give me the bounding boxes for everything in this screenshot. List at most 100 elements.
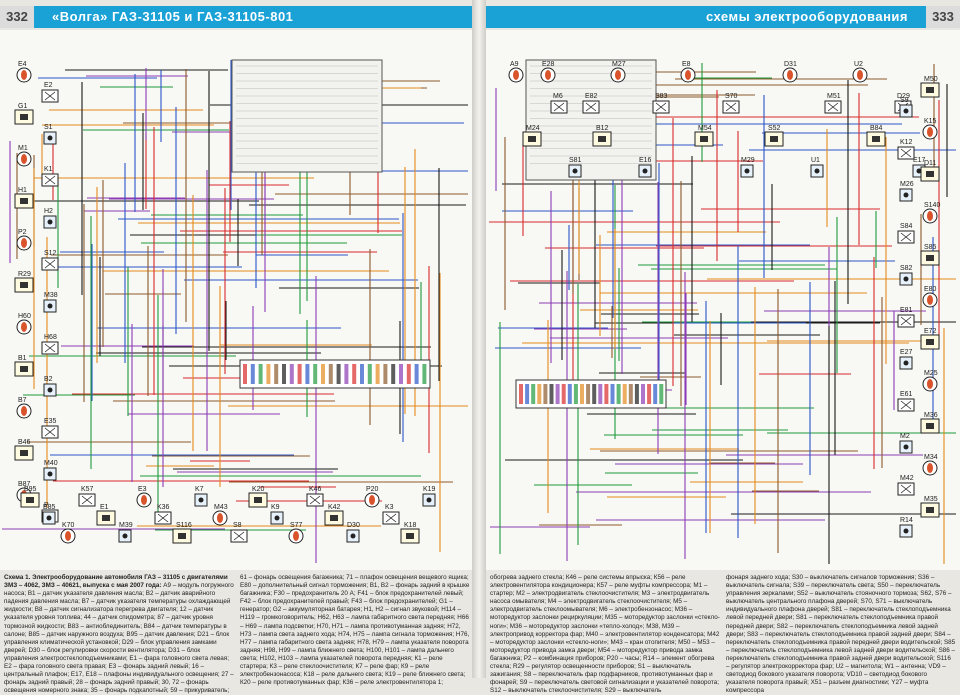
component-s9: S9 (899, 97, 913, 118)
component-h1: H1 (14, 187, 34, 209)
component-label: D31 (784, 61, 797, 68)
sensor-dot (198, 497, 204, 503)
component-label: K18 (404, 522, 417, 529)
component-r14: R14 (899, 517, 913, 538)
relay-coil (926, 255, 934, 261)
relay-coil (872, 136, 880, 142)
component-d31: D31 (782, 61, 798, 83)
component-m26: M26 (899, 181, 914, 202)
connector-pin (313, 364, 318, 384)
left-diagram-canvas: E4E2G1S1M1K1H1H2P2S12R29M38H60H68B1B2B7E… (2, 59, 468, 563)
caption-text-2: 61 – фонарь освещения багажника; 71 – пл… (240, 574, 470, 687)
component-k7: K7 (194, 486, 208, 507)
motor-core (21, 406, 27, 416)
connector-pin (519, 384, 523, 404)
connector-pin (336, 364, 341, 384)
connector-pin (383, 364, 388, 384)
sensor-dot (814, 168, 820, 174)
component-e1: E1 (96, 504, 116, 526)
sensor-dot (903, 444, 909, 450)
motor-core (927, 127, 933, 137)
component-e35: E35 (41, 418, 59, 439)
motor-core (21, 322, 27, 332)
component-label: M40 (44, 460, 58, 467)
relay-coil (20, 114, 28, 120)
component-label: M2 (900, 433, 910, 440)
connector-pin (422, 364, 427, 384)
caption-column-2: 61 – фонарь освещения багажника; 71 – пл… (240, 574, 470, 686)
component-label: M24 (526, 125, 540, 132)
sensor-dot (916, 168, 922, 174)
component-label: M42 (900, 475, 914, 482)
lamp-cross (900, 400, 912, 410)
component-label: M34 (924, 454, 938, 461)
component-label: B95 (24, 486, 37, 493)
component-label: K46 (309, 486, 322, 493)
component-m6: M6 (550, 93, 568, 114)
component-label: S9 (900, 97, 909, 104)
sensor-dot (46, 515, 52, 521)
lamp-cross (900, 316, 912, 326)
connector-pin (282, 364, 286, 384)
component-label: S81 (569, 157, 582, 164)
motor-core (927, 463, 933, 473)
component-e72: E72 (920, 328, 940, 350)
lamp-cross (655, 102, 667, 112)
component-label: A9 (510, 61, 519, 68)
component-label: E27 (900, 349, 913, 356)
motor-core (217, 513, 223, 523)
component-label: M35 (924, 496, 938, 503)
component-label: M51 (827, 93, 841, 100)
component-label: K1 (44, 166, 53, 173)
lamp-cross (900, 232, 912, 242)
relay-coil (20, 366, 28, 372)
component-k3: K3 (382, 504, 400, 525)
lamp-cross (553, 102, 565, 112)
component-k46: K46 (306, 486, 324, 507)
component-b1: B1 (14, 355, 34, 377)
component-label: B87 (18, 481, 31, 488)
component-label: K3 (385, 504, 394, 511)
connector-pin (573, 384, 578, 404)
component-s83: S83 (652, 93, 670, 114)
motor-core (787, 70, 793, 80)
connector-block (239, 359, 431, 389)
component-label: S12 (44, 250, 57, 257)
component-s116: S116 (172, 522, 192, 544)
component-label: H68 (44, 334, 57, 341)
component-label: M29 (741, 157, 755, 164)
relay-coil (770, 136, 778, 142)
lamp-cross (725, 102, 737, 112)
component-label: P (44, 502, 49, 509)
right-page-number: 333 (926, 6, 960, 28)
component-label: K12 (900, 139, 913, 146)
component-a9: A9 (508, 61, 524, 83)
relay-coil (528, 136, 536, 142)
sensor-dot (47, 471, 53, 477)
caption-text-4: фонаря заднего хода; S30 – выключатель с… (726, 574, 956, 695)
component-b12: B12 (592, 125, 612, 147)
component-b95: B95 (20, 486, 40, 508)
lamp-cross (44, 343, 56, 353)
component-label: U1 (811, 157, 820, 164)
right-page-title: схемы электрооборудования (705, 9, 908, 24)
sensor-dot (426, 497, 432, 503)
component-e27: E27 (899, 349, 913, 370)
component-label: E1 (100, 504, 109, 511)
component-b7: B7 (16, 397, 32, 419)
component-label: S85 (924, 244, 937, 251)
component-label: M1 (18, 145, 28, 152)
component-label: E4 (18, 61, 27, 68)
connector-pin (616, 384, 621, 404)
connector-pin (628, 384, 633, 404)
sensor-dot (47, 303, 53, 309)
component-label: H60 (18, 313, 31, 320)
relay-coil (926, 339, 934, 345)
component-label: K19 (423, 486, 436, 493)
component-m51: M51 (824, 93, 842, 114)
component-label: D30 (347, 522, 360, 529)
component-m43: M43 (212, 504, 228, 526)
component-m39: M39 (118, 522, 133, 543)
connector-pin (622, 384, 627, 404)
